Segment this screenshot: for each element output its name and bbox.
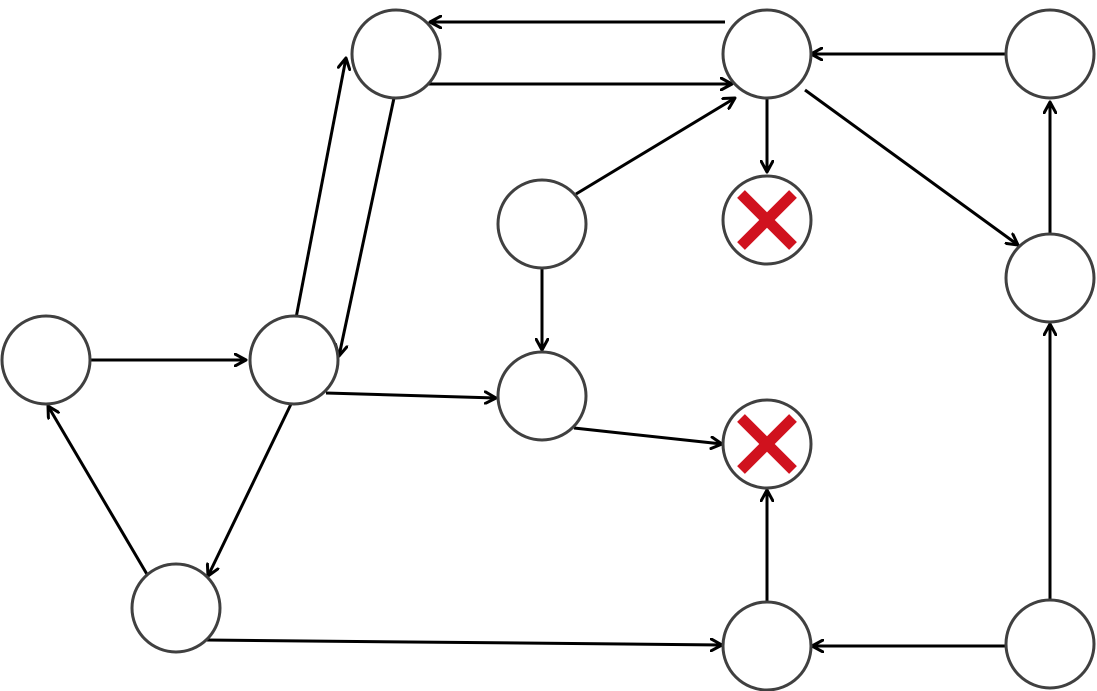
graph-node-n8 — [496, 350, 588, 442]
graph-node-n12 — [721, 600, 813, 691]
node-circle — [350, 8, 442, 100]
cross-icon — [737, 190, 797, 250]
node-circle — [496, 178, 588, 270]
node-circle — [248, 314, 340, 406]
nodes-layer — [0, 8, 1096, 691]
graph-node-n7 — [496, 178, 588, 270]
edges-layer — [48, 22, 1050, 646]
graph-node-n5 — [1004, 232, 1096, 324]
node-circle — [0, 314, 92, 406]
graph-node-n3 — [1004, 8, 1096, 100]
node-circle — [721, 8, 813, 100]
edge-n10-to-n12 — [205, 640, 722, 645]
graph-node-n9 — [0, 314, 92, 406]
graph-node-n1 — [350, 8, 442, 100]
edge-n2-to-n5 — [804, 88, 1018, 245]
node-circle — [721, 600, 813, 691]
edge-n8-to-n11 — [573, 426, 722, 444]
graph-node-n4 — [248, 314, 340, 406]
edge-n4-to-n8 — [325, 393, 496, 398]
graph-node-n10 — [130, 562, 222, 654]
node-circle — [1004, 8, 1096, 100]
node-circle — [1004, 598, 1096, 690]
cross-icon — [737, 414, 797, 474]
node-circle — [130, 562, 222, 654]
graph-node-n6 — [721, 174, 813, 266]
node-circle — [1004, 232, 1096, 324]
edge-n10-to-n9 — [48, 406, 150, 577]
node-circle — [496, 350, 588, 442]
edge-n1-to-n4 — [339, 97, 396, 356]
graph-node-n2 — [721, 8, 813, 100]
edge-n4-to-n10 — [208, 401, 294, 576]
graph-node-n13 — [1004, 598, 1096, 690]
graph-node-n11 — [721, 398, 813, 490]
edge-n4-to-n1 — [294, 58, 346, 319]
edge-n7-to-n2 — [575, 98, 735, 196]
